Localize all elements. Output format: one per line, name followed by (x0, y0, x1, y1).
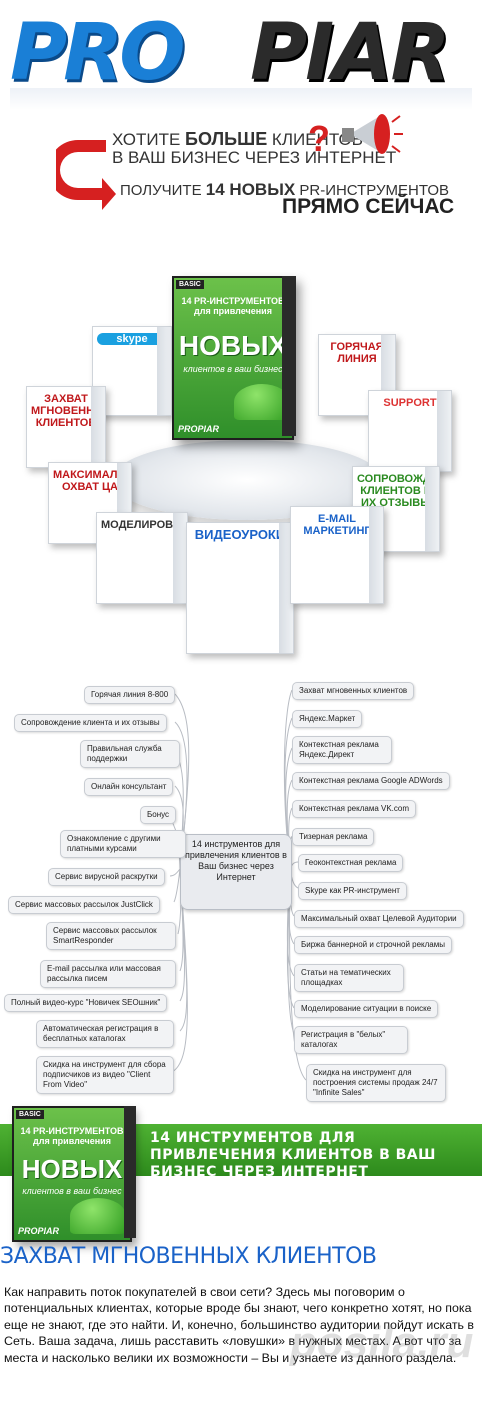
megaphone-icon (342, 114, 403, 154)
mindmap-right-node: Максимальный охват Целевой Аудитории (294, 910, 464, 928)
mindmap-left-node: E-mail рассылка или массовая рассылка пи… (40, 960, 176, 988)
product-dvd-case: BASIC 14 PR-ИНСТРУМЕНТОВ для привлечения… (172, 276, 294, 440)
watermark: posila.ru (290, 1318, 474, 1367)
banner-text: 14 ИНСТРУМЕНТОВ ДЛЯ ПРИВЛЕЧЕНИЯ КЛИЕНТОВ… (150, 1130, 436, 1180)
mindmap-right-node: Контекстная реклама Яндекс.Директ (292, 736, 392, 764)
mindmap-left-node: Полный видео-курс "Новичек SEOшник" (4, 994, 168, 1012)
mindmap-right-node: Моделирование ситуации в поиске (294, 1000, 439, 1018)
section-body: Как направить поток покупателей в свои с… (4, 1285, 474, 1365)
mindmap-right-node: Статьи на тематических площадках (294, 964, 404, 992)
product-box-capture: ЗАХВАТ МГНОВЕННЫХ КЛИЕНТОВ (26, 386, 106, 468)
logo-pro-text: PRO (10, 8, 186, 98)
product-box-modeling: МОДЕЛИРОВАНИЕ (96, 512, 188, 604)
mindmap-right-node: Регистрация в "белых" каталогах (294, 1026, 408, 1054)
question-mark-icon: ? (308, 118, 330, 159)
mindmap-right-node: Яндекс.Маркет (292, 710, 363, 728)
helmet-icon (70, 1198, 126, 1234)
mindmap-right-node: Контекстная реклама Google ADWords (292, 772, 450, 790)
mindmap-right-node: Скидка на инструмент для построения сист… (306, 1064, 446, 1102)
product-box-support: SUPPORT (368, 390, 452, 472)
mindmap-right-node: Контекстная реклама VK.com (292, 800, 417, 818)
banner-dvd-case: BASIC 14 PR-ИНСТРУМЕНТОВ для привлечения… (12, 1106, 132, 1242)
return-arrow-icon (56, 140, 116, 210)
promo-question-line2: В ВАШ БИЗНЕС ЧЕРЕЗ ИНТЕРНЕТ (112, 148, 397, 167)
mindmap-left-node: Горячая линия 8-800 (84, 686, 176, 704)
helmet-icon (234, 384, 290, 420)
mindmap-right-node: Skype как PR-инструмент (298, 882, 407, 900)
mindmap-center-node: 14 инструментов для привлечения клиентов… (180, 834, 292, 910)
mindmap-right-node: Тизерная реклама (292, 828, 375, 846)
mindmap-left-node: Онлайн консультант (84, 778, 174, 796)
dvd-spine (124, 1106, 136, 1238)
product-box-email: E-MAIL МАРКЕТИНГ (290, 506, 384, 604)
mindmap-left-node: Сервис массовых рассылок SmartResponder (46, 922, 176, 950)
mindmap-left-node: Сопровождение клиента и их отзывы (14, 714, 167, 732)
promo-question-line1: ХОТИТЕ БОЛЬШЕ КЛИЕНТОВ (112, 129, 364, 149)
mindmap-left-node: Ознакомление с другими платными курсами (60, 830, 186, 858)
mindmap-left-node: Скидка на инструмент для сбора подписчик… (36, 1056, 174, 1094)
section-title: ЗАХВАТ МГНОВЕННЫХ КЛИЕНТОВ (0, 1244, 377, 1269)
mindmap-left-node: Бонус (140, 806, 177, 824)
mindmap-left-node: Автоматическая регистрация в бесплатных … (36, 1020, 174, 1048)
mindmap-right-node: Геоконтекстная реклама (298, 854, 404, 872)
mindmap-right-node: Биржа баннерной и строчной рекламы (294, 936, 452, 954)
mindmap: 14 инструментов для привлечения клиентов… (0, 676, 482, 1102)
promo-answer-line1: ПОЛУЧИТЕ 14 НОВЫХ PR-ИНСТРУМЕНТОВ (120, 180, 449, 199)
promo-answer-line2: ПРЯМО СЕЙЧАС (282, 195, 455, 218)
product-box-skype: skype (92, 326, 172, 416)
mindmap-left-node: Сервис массовых рассылок JustClick (8, 896, 160, 914)
mindmap-right-node: Захват мгновенных клиентов (292, 682, 415, 700)
mindmap-left-node: Правильная служба поддержки (80, 740, 180, 768)
logo-reflection (10, 88, 472, 110)
logo-piar-text: PIAR (250, 8, 451, 98)
dvd-spine (282, 276, 296, 436)
product-box-videolessons: ВИДЕОУРОКИ (186, 522, 294, 654)
mindmap-left-node: Сервис вирусной раскрутки (48, 868, 165, 886)
